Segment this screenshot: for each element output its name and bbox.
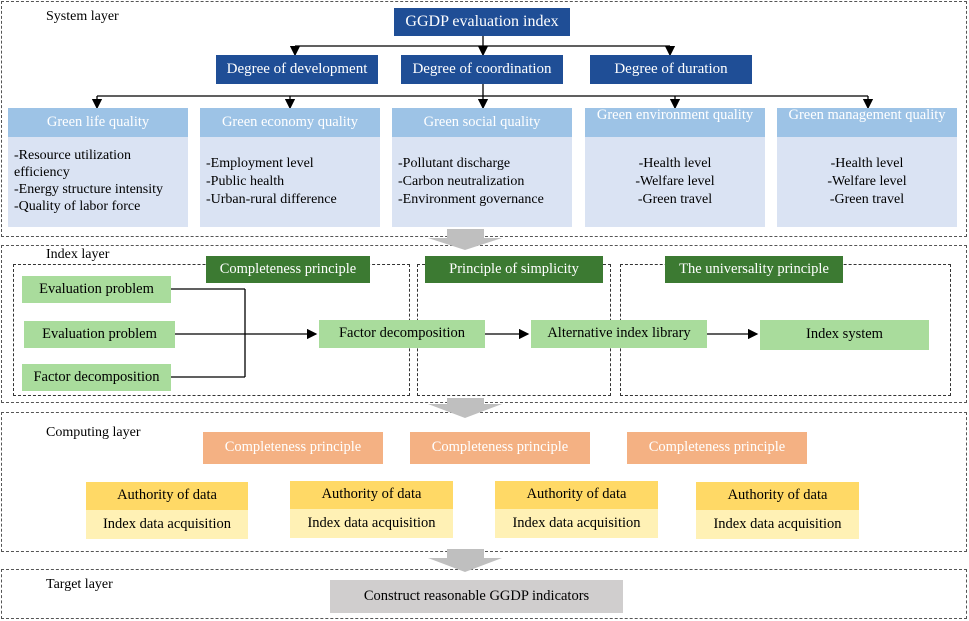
category-environment-item: -Welfare level — [635, 173, 715, 189]
category-social-title: Green social quality — [392, 108, 572, 137]
computing-layer-title: Computing layer — [46, 425, 141, 440]
system-layer-title: System layer — [46, 9, 119, 24]
category-life-item: -Resource utilization efficiency — [14, 148, 132, 181]
index-layer-title: Index layer — [46, 247, 110, 262]
target-layer-title: Target layer — [46, 577, 113, 592]
target-layer-frame — [1, 569, 967, 619]
input-evaluation-problem-1: Evaluation problem — [22, 276, 171, 303]
category-social-item: -Environment governance — [398, 192, 544, 208]
authority-of-data-2: Authority of data — [290, 481, 453, 509]
category-life-item: -Quality of labor force — [14, 198, 141, 214]
authority-of-data-4: Authority of data — [696, 482, 859, 510]
target-node: Construct reasonable GGDP indicators — [330, 580, 623, 613]
root-node: GGDP evaluation index — [394, 8, 570, 36]
index-data-acquisition-3: Index data acquisition — [495, 509, 658, 538]
computing-principle-3: Completeness principle — [627, 432, 807, 464]
degree-development: Degree of development — [216, 55, 378, 84]
index-data-acquisition-2: Index data acquisition — [290, 509, 453, 538]
category-life-title: Green life quality — [8, 108, 188, 137]
category-social-body: -Pollutant discharge -Carbon neutralizat… — [392, 137, 572, 227]
principle-universality: The universality principle — [665, 256, 843, 283]
authority-of-data-1: Authority of data — [86, 482, 248, 510]
category-management-item: -Welfare level — [827, 173, 907, 189]
category-environment-title: Green environment quality — [585, 108, 765, 137]
principle-completeness: Completeness principle — [206, 256, 370, 283]
input-factor-decomposition: Factor decomposition — [22, 364, 171, 391]
category-management-title: Green management quality — [777, 108, 957, 137]
category-life-body: -Resource utilization efficiency -Energy… — [8, 137, 188, 227]
category-environment-item: -Health level — [638, 155, 712, 171]
category-economy-item: -Urban-rural difference — [206, 192, 337, 208]
category-environment-body: -Health level -Welfare level -Green trav… — [585, 137, 765, 227]
alternative-index-library-node: Alternative index library — [531, 320, 707, 348]
factor-decomposition-node: Factor decomposition — [319, 320, 485, 348]
degree-coordination: Degree of coordination — [401, 55, 563, 84]
degree-duration: Degree of duration — [590, 55, 752, 84]
category-economy-body: -Employment level -Public health -Urban-… — [200, 137, 380, 227]
category-life-item: -Energy structure intensity — [14, 182, 164, 197]
index-data-acquisition-1: Index data acquisition — [86, 510, 248, 539]
input-evaluation-problem-2: Evaluation problem — [24, 321, 175, 348]
principle-simplicity: Principle of simplicity — [425, 256, 603, 283]
category-environment-item: -Green travel — [637, 192, 713, 208]
computing-principle-2: Completeness principle — [410, 432, 590, 464]
index-data-acquisition-4: Index data acquisition — [696, 510, 859, 539]
category-social-item: -Pollutant discharge — [398, 155, 511, 171]
category-economy-title: Green economy quality — [200, 108, 380, 137]
category-economy-item: -Public health — [206, 173, 285, 189]
category-management-item: -Health level — [830, 155, 904, 171]
computing-principle-1: Completeness principle — [203, 432, 383, 464]
category-management-body: -Health level -Welfare level -Green trav… — [777, 137, 957, 227]
category-social-item: -Carbon neutralization — [398, 173, 525, 189]
category-economy-item: -Employment level — [206, 155, 314, 171]
category-management-item: -Green travel — [829, 192, 905, 208]
authority-of-data-3: Authority of data — [495, 481, 658, 509]
index-system-node: Index system — [760, 320, 929, 350]
